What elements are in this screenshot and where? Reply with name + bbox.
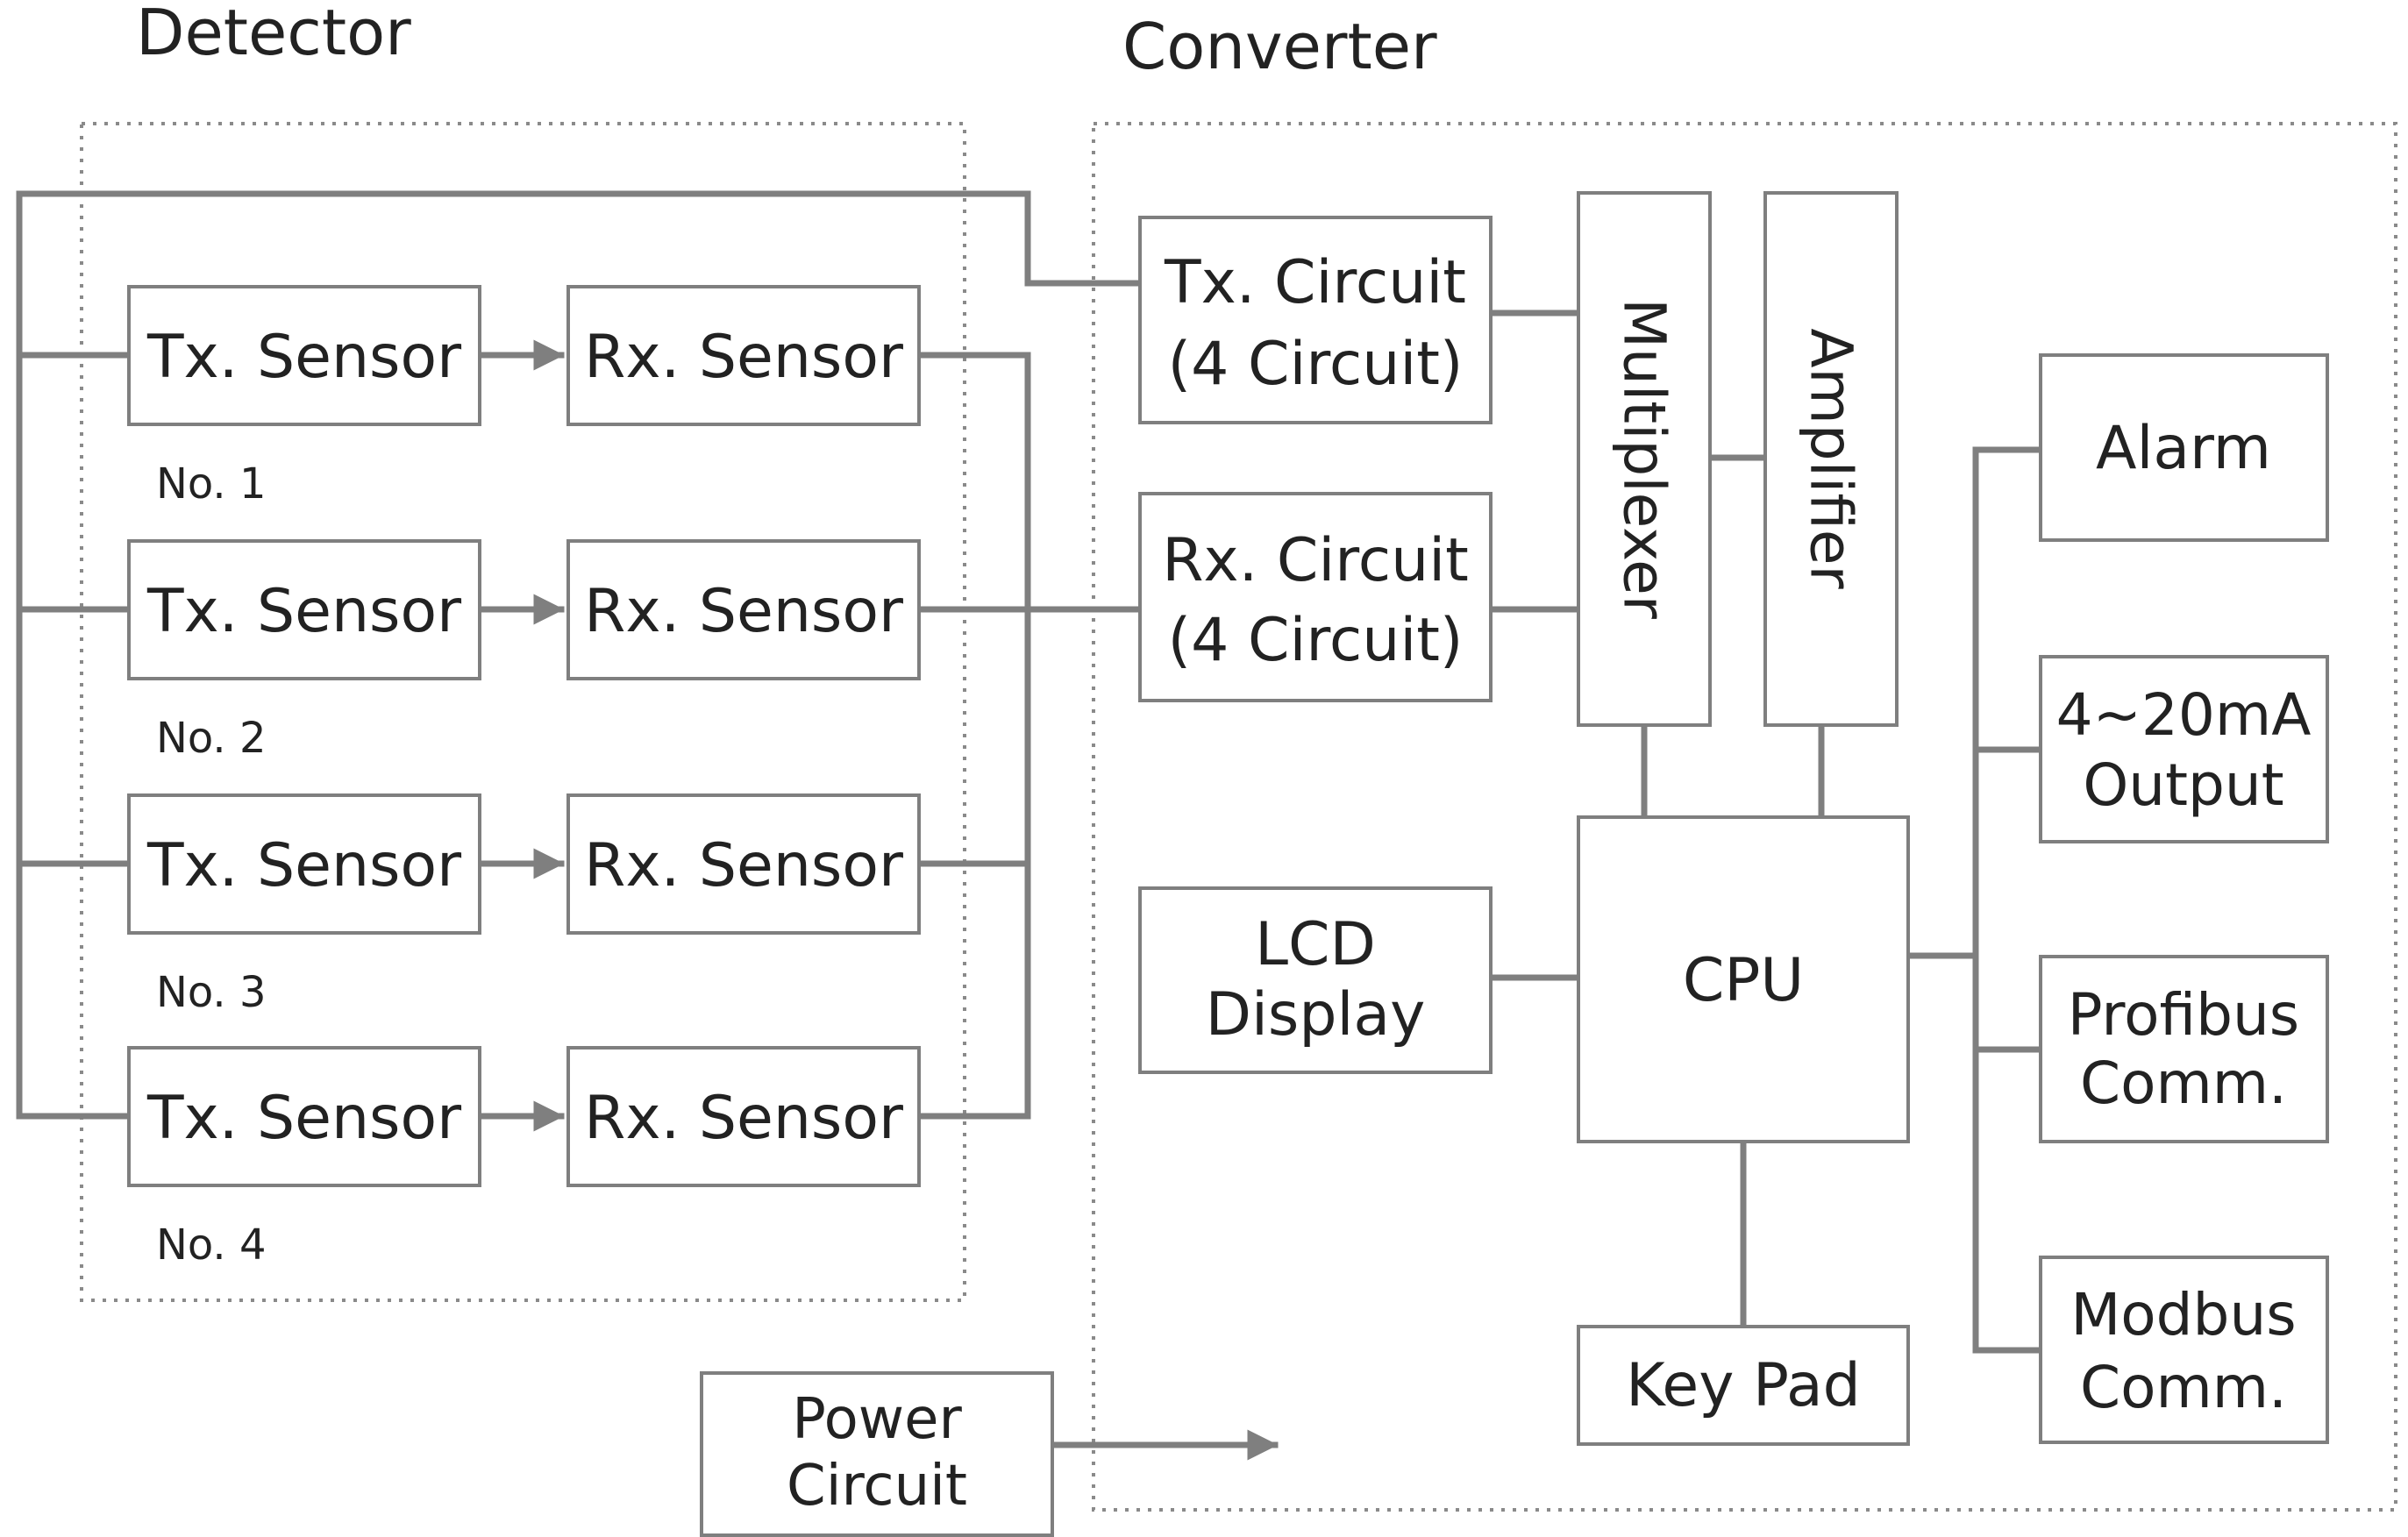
multiplexer: Multiplexer xyxy=(1577,191,1712,727)
tx-circuit: Tx. Circuit (4 Circuit) xyxy=(1138,216,1493,424)
lcd-display-line-2: Display xyxy=(1206,980,1426,1050)
tx-feed-line xyxy=(16,190,1143,1120)
tx-sensor-box xyxy=(127,285,481,426)
alarm-label: Alarm xyxy=(2096,414,2271,483)
rx-sensor-label: Rx. Sensor xyxy=(584,831,903,900)
alarm-box xyxy=(2039,353,2329,542)
rx-sensor-label: Rx. Sensor xyxy=(584,577,903,646)
modbus-comm: Modbus Comm. xyxy=(2039,1256,2329,1444)
power-circuit-line-1: Power xyxy=(792,1387,962,1452)
rx-sensor-label: Rx. Sensor xyxy=(584,323,903,392)
power-circuit-box xyxy=(700,1371,1054,1537)
tx-sensor-label: Tx. Sensor xyxy=(146,1084,461,1153)
multiplexer-box xyxy=(1577,191,1712,727)
tx-circuit-line-2: (4 Circuit) xyxy=(1168,330,1464,399)
power-circuit-line-2: Circuit xyxy=(787,1454,967,1519)
tx-sensor-box xyxy=(127,793,481,935)
amplifier-label: Amplifier xyxy=(1798,328,1865,589)
alarm: Alarm xyxy=(2039,353,2329,542)
key-pad-label: Key Pad xyxy=(1626,1351,1861,1420)
tx-sensor-box xyxy=(127,1046,481,1187)
rx-circuit-line-1: Rx. Circuit xyxy=(1162,526,1469,595)
detector-frame xyxy=(80,122,966,1302)
channel-label: No. 2 xyxy=(156,714,266,763)
amplifier-box xyxy=(1763,191,1899,727)
modbus-comm-box xyxy=(2039,1256,2329,1444)
tx-sensor-label: Tx. Sensor xyxy=(146,577,461,646)
rx-sensor-box xyxy=(566,285,921,426)
profibus-comm: Profibus Comm. xyxy=(2039,955,2329,1143)
rx-sensor-box xyxy=(566,793,921,935)
lcd-display: LCD Display xyxy=(1138,886,1493,1074)
channel-1: Tx. Sensor Rx. Sensor No. 1 xyxy=(127,285,921,509)
lcd-display-box xyxy=(1138,886,1493,1074)
key-pad-box xyxy=(1577,1325,1910,1446)
wiring xyxy=(16,190,2044,1461)
channel-4: Tx. Sensor Rx. Sensor No. 4 xyxy=(127,1046,921,1270)
rx-sensor-box xyxy=(566,539,921,680)
tx-sensor-label: Tx. Sensor xyxy=(146,831,461,900)
tx-sensor-label: Tx. Sensor xyxy=(146,323,461,392)
tx-circuit-line-1: Tx. Circuit xyxy=(1164,248,1466,317)
converter-frame xyxy=(1092,122,2397,1512)
cpu: CPU xyxy=(1577,815,1910,1143)
rx-circuit-box xyxy=(1138,492,1493,702)
tx-circuit-box xyxy=(1138,216,1493,424)
amplifier: Amplifier xyxy=(1763,191,1899,727)
rx-sensor-box xyxy=(566,1046,921,1187)
power-circuit: Power Circuit xyxy=(700,1371,1054,1537)
cpu-label: CPU xyxy=(1683,946,1804,1015)
rx-circuit-line-2: (4 Circuit) xyxy=(1168,606,1464,675)
channel-label: No. 1 xyxy=(156,459,266,509)
modbus-comm-line-1: Modbus xyxy=(2070,1281,2296,1348)
profibus-comm-box xyxy=(2039,955,2329,1143)
channel-2: Tx. Sensor Rx. Sensor No. 2 xyxy=(127,539,921,763)
rx-sensor-label: Rx. Sensor xyxy=(584,1084,903,1153)
channel-3: Tx. Sensor Rx. Sensor No. 3 xyxy=(127,793,921,1017)
multiplexer-label: Multiplexer xyxy=(1611,298,1678,620)
modbus-comm-line-2: Comm. xyxy=(2080,1354,2287,1421)
lcd-display-line-1: LCD xyxy=(1255,910,1376,979)
detector-title: Detector xyxy=(136,0,411,69)
cpu-box xyxy=(1577,815,1910,1143)
channel-label: No. 3 xyxy=(156,968,266,1017)
output-4-20ma-line-1: 4~20mA xyxy=(2056,681,2312,749)
output-4-20ma: 4~20mA Output xyxy=(2039,655,2329,843)
rx-circuit: Rx. Circuit (4 Circuit) xyxy=(1138,492,1493,702)
channel-label: No. 4 xyxy=(156,1220,266,1270)
key-pad: Key Pad xyxy=(1577,1325,1910,1446)
tx-sensor-box xyxy=(127,539,481,680)
output-4-20ma-line-2: Output xyxy=(2083,751,2283,819)
output-4-20ma-box xyxy=(2039,655,2329,843)
profibus-comm-line-2: Comm. xyxy=(2080,1050,2287,1117)
profibus-comm-line-1: Profibus xyxy=(2068,981,2299,1049)
converter-title: Converter xyxy=(1122,10,1437,83)
